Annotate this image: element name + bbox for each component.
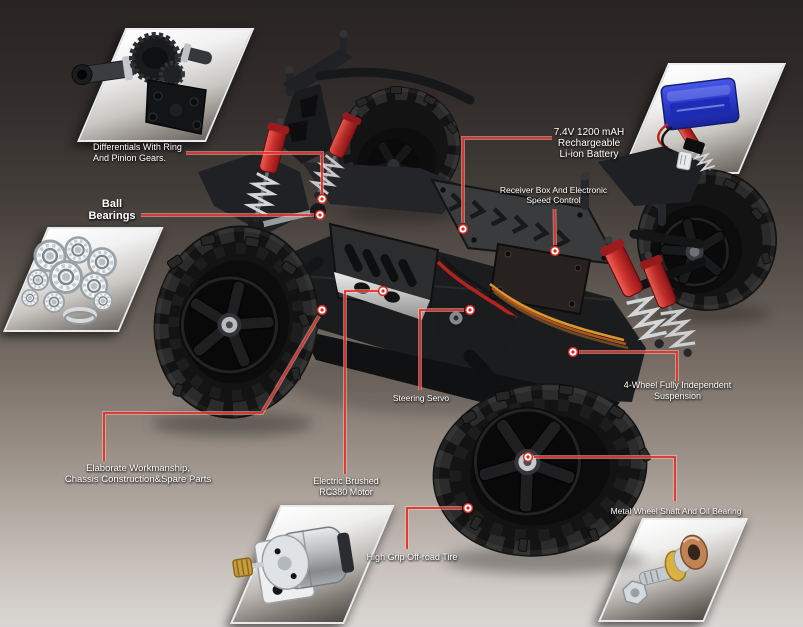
front-right-wheel bbox=[636, 169, 778, 311]
label-suspension: 4-Wheel Fully Independent Suspension bbox=[616, 380, 739, 401]
tread-knobs bbox=[460, 384, 653, 553]
label-line: And Pinion Gears. bbox=[93, 152, 167, 163]
tread-knobs bbox=[343, 86, 459, 137]
label-differentials: Differentials With Ring And Pinion Gears… bbox=[93, 142, 191, 163]
label-line: High Grip Off-road Tire bbox=[366, 552, 458, 562]
motor-inset-frame bbox=[230, 505, 395, 624]
bearings-inset-frame bbox=[3, 227, 164, 332]
label-workmanship: Elaborate Workmanship, Chassis Construct… bbox=[40, 463, 236, 485]
label-line: Metal Wheel Shaft And Oil Bearing bbox=[610, 506, 742, 516]
label-receiver: Receiver Box And Electronic Speed Contro… bbox=[493, 185, 614, 205]
differential-inset-frame bbox=[77, 28, 255, 142]
label-line: Elaborate Workmanship, bbox=[86, 463, 190, 474]
label-line: Bearings bbox=[88, 210, 136, 222]
label-line: Differentials With Ring bbox=[93, 142, 182, 152]
label-tire: High Grip Off-road Tire bbox=[352, 552, 472, 563]
label-line: 4-Wheel Fully Independent bbox=[623, 380, 732, 390]
tread-knobs bbox=[166, 233, 311, 398]
label-line: Chassis Construction&Spare Parts bbox=[64, 473, 212, 485]
label-line: Suspension bbox=[653, 390, 702, 401]
battery-inset-frame bbox=[621, 63, 787, 174]
rear-right-wheel bbox=[337, 86, 461, 208]
callout-markers bbox=[314, 193, 579, 514]
label-line: Steering Servo bbox=[392, 393, 450, 403]
label-wheel-shaft: Metal Wheel Shaft And Oil Bearing bbox=[596, 506, 756, 517]
tread-knobs bbox=[650, 167, 772, 265]
label-line: Receiver Box And Electronic bbox=[499, 185, 608, 195]
label-line: Rechargeable bbox=[557, 138, 621, 149]
label-line: RC380 Motor bbox=[319, 486, 373, 497]
label-line: Speed Control bbox=[526, 195, 581, 205]
label-line: Electric Brushed bbox=[313, 476, 379, 486]
rear-left-wheel bbox=[153, 225, 319, 419]
label-line: Li-ion Battery bbox=[559, 149, 619, 160]
label-motor: Electric Brushed RC380 Motor bbox=[299, 476, 393, 497]
label-line: Ball bbox=[101, 198, 123, 210]
wheel-shaft-inset-frame bbox=[598, 518, 749, 622]
label-ball-bearings: Ball Bearings bbox=[80, 198, 144, 222]
label-battery: 7.4V 1200 mAH Rechargeable Li-ion Batter… bbox=[541, 127, 637, 160]
label-line: 7.4V 1200 mAH bbox=[553, 127, 625, 138]
label-steering-servo: Steering Servo bbox=[378, 393, 464, 404]
